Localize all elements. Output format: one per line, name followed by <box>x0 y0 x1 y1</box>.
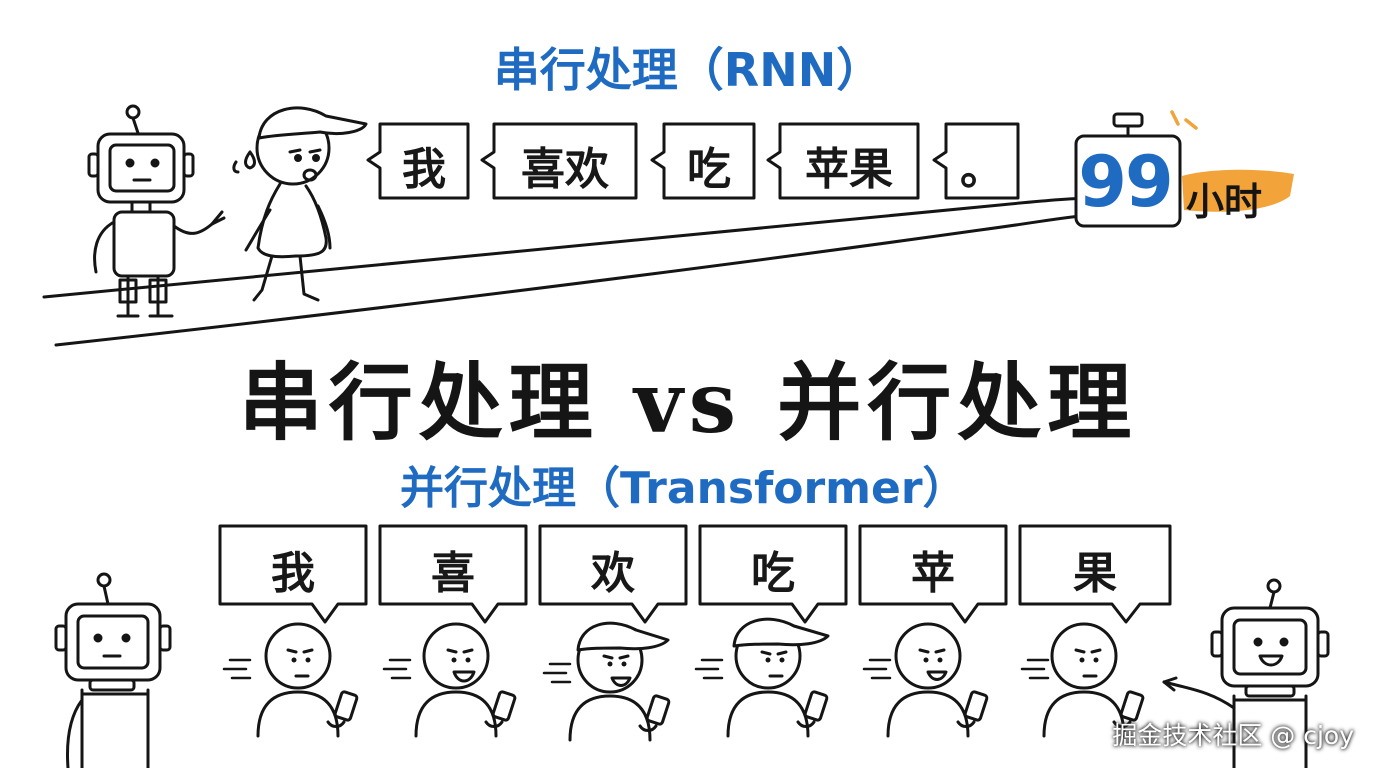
bubble-parallel-4 <box>698 524 848 624</box>
serial-token-4: 苹果 <box>805 144 893 195</box>
transformer-title: 并行处理（Transformer） <box>400 463 967 514</box>
road-bottom-edge <box>54 212 1102 347</box>
sweat-drop-icon <box>244 150 256 170</box>
parallel-token-5: 苹 <box>911 548 955 599</box>
parallel-token-2: 喜 <box>431 548 475 599</box>
worried-person <box>232 106 368 302</box>
worker-1 <box>222 622 360 738</box>
cap-icon <box>576 621 670 652</box>
serial-token-2: 喜欢 <box>521 144 609 195</box>
worker-5 <box>862 622 990 738</box>
parallel-token-1: 我 <box>271 548 315 599</box>
parallel-token-3: 欢 <box>591 548 635 599</box>
parallel-bubbles <box>218 524 1172 624</box>
road-top-edge <box>42 196 1102 299</box>
cap-icon <box>732 617 830 648</box>
bubble-serial-5 <box>932 122 1020 200</box>
timer-highlight <box>1170 110 1294 212</box>
serial-token-1: 我 <box>402 144 446 195</box>
main-title: 串行处理 vs 并行处理 <box>238 353 1138 452</box>
worker-6 <box>1020 622 1146 738</box>
watermark: 掘金技术社区 @ cjoy <box>1112 721 1354 750</box>
rnn-title: 串行处理（RNN） <box>493 43 883 97</box>
serial-bubbles <box>366 122 1020 200</box>
parallel-token-6: 果 <box>1073 548 1117 599</box>
bubble-serial-1 <box>366 122 470 200</box>
bubble-parallel-3 <box>538 524 688 624</box>
worker-2 <box>382 622 518 738</box>
worker-4 <box>694 617 830 738</box>
serial-token-5: 。 <box>960 144 1004 195</box>
timer-value: 99 <box>1078 141 1173 223</box>
bubble-parallel-6 <box>1018 524 1172 624</box>
stopwatch-icon <box>1074 112 1182 228</box>
timer-unit: 小时 <box>1186 180 1263 224</box>
robot-icon <box>54 572 172 768</box>
bubble-serial-2 <box>480 122 638 200</box>
bubble-parallel-1 <box>218 524 368 624</box>
robot-icon <box>1162 578 1330 768</box>
bubble-parallel-2 <box>378 524 528 624</box>
bubble-serial-3 <box>650 122 756 200</box>
bubble-serial-4 <box>766 122 920 200</box>
worker-3 <box>542 621 672 742</box>
robot-icon <box>87 104 226 318</box>
parallel-token-4: 吃 <box>751 548 795 599</box>
bubble-parallel-5 <box>858 524 1008 624</box>
serial-token-3: 吃 <box>687 144 731 195</box>
